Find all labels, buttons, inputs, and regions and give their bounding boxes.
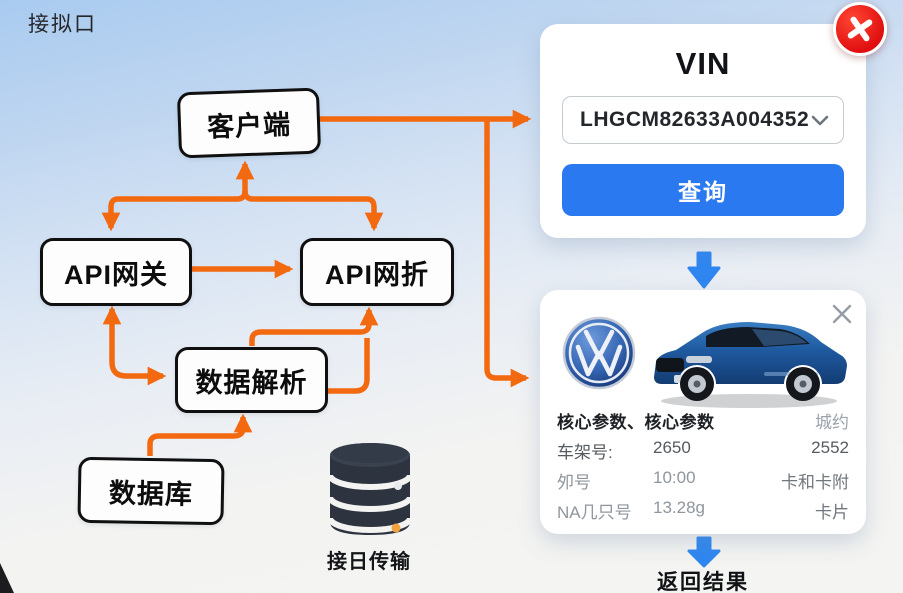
arrow-parser-right-merge [325, 338, 370, 394]
param-row-label: 夘号 [557, 473, 591, 492]
vehicle-result-card: 核心参数、核心参数 城约 车架号: 2650 2552 夘号 10:00 卡和卡… [540, 290, 866, 534]
chevron-down-icon [811, 115, 829, 125]
arrow-client-to-result [484, 119, 530, 388]
vehicle-params: 核心参数、核心参数 城约 车架号: 2650 2552 夘号 10:00 卡和卡… [557, 408, 849, 523]
param-row-right: 卡片 [815, 503, 849, 522]
vin-query-card: VIN LHGCM82633A004352 查询 [540, 24, 866, 238]
arrow-to-gateway1 [101, 190, 248, 232]
param-row-value: 2650 [653, 438, 691, 457]
vin-select-value: LHGCM82633A004352 [580, 108, 810, 131]
arrow-gw1-parser-bidir [102, 305, 167, 386]
param-row-right: 卡和卡附 [781, 473, 849, 492]
node-api-gateway2: API网折 [300, 238, 454, 306]
params-title-right: 城约 [815, 413, 849, 432]
param-row-value: 10:00 [653, 468, 696, 487]
node-api-gateway-label: API网关 [63, 259, 168, 290]
database-icon [327, 443, 413, 535]
node-database-label: 数据库 [108, 477, 194, 510]
node-data-parser-label: 数据解析 [195, 367, 308, 398]
car-image [654, 322, 847, 408]
params-title: 核心参数、核心参数 [557, 413, 715, 432]
vw-logo-icon [562, 316, 636, 390]
node-client-label: 客户端 [206, 109, 292, 142]
page-title: 接拟口 [28, 13, 97, 36]
query-button[interactable]: 查询 [562, 164, 844, 216]
vin-card-title: VIN [675, 46, 731, 81]
blue-down-arrow-top [687, 251, 721, 289]
close-card-icon[interactable] [831, 303, 853, 325]
param-row-value: 13.28g [653, 498, 705, 517]
node-client: 客户端 [176, 87, 322, 159]
arrow-to-gateway2 [242, 190, 384, 232]
return-result-label: 返回结果 [657, 571, 749, 593]
node-data-parser: 数据解析 [175, 347, 328, 413]
vin-select[interactable]: LHGCM82633A004352 [562, 96, 844, 144]
param-row-right: 2552 [811, 438, 849, 457]
node-api-gateway: API网关 [40, 238, 192, 306]
database-icon-label: 接日传输 [327, 551, 411, 573]
close-icon [847, 16, 873, 42]
param-row-label: NA几只号 [557, 503, 632, 522]
blue-down-arrow-bottom [687, 536, 721, 568]
node-api-gateway2-label: API网折 [324, 259, 429, 290]
arrow-db-to-parser [147, 413, 253, 456]
close-window-button[interactable] [833, 2, 887, 56]
param-row-label: 车架号: [557, 443, 613, 462]
node-database: 数据库 [77, 456, 225, 526]
arrow-parser-to-gw2 [249, 306, 379, 346]
